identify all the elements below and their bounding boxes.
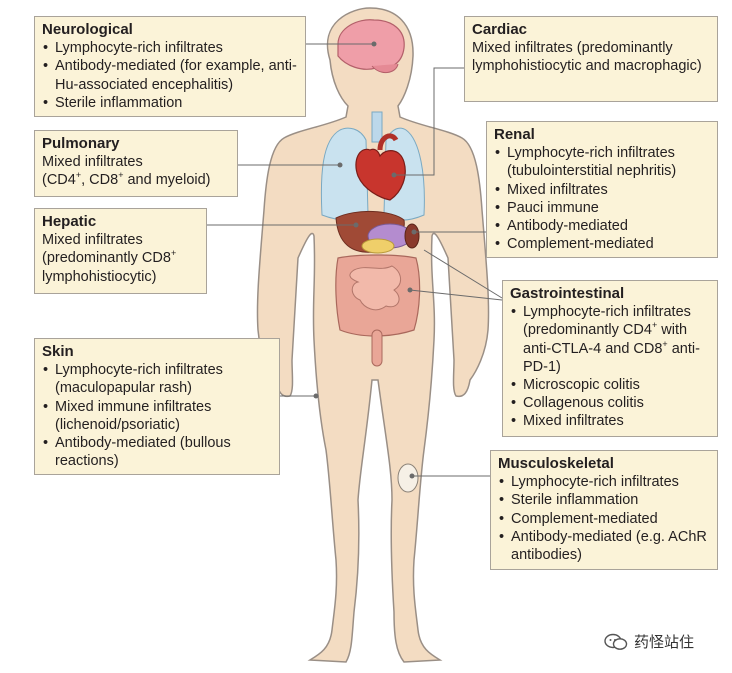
cardiac-text: Mixed infiltrates (predominantly lymphoh… [472,40,702,75]
heart [355,148,406,201]
list-item: Mixed infiltrates [494,181,710,199]
hepatic-line1: Mixed infiltrates [42,232,143,249]
gastrointestinal-title: Gastrointestinal [510,285,625,302]
dot-cardiac [391,172,397,178]
list-item: Antibody-mediated (for example, anti-Hu-… [42,57,298,93]
dot-neurological [371,41,377,47]
renal-title: Renal [494,126,535,143]
dot-gastrointestinal [407,287,413,293]
skin-panel: Skin Lymphocyte-rich infiltrates (maculo… [34,338,280,475]
list-item: Mixed immune infiltrates (lichenoid/psor… [42,398,272,434]
pulmonary-line1: Mixed infiltrates [42,154,143,171]
leader-cardiac [394,67,464,176]
cerebellum [371,63,399,73]
watermark-text: 药怪站住 [634,634,695,651]
neurological-title: Neurological [42,21,133,38]
brain [337,19,405,70]
knee-joint [397,463,419,493]
trachea [371,111,383,143]
renal-panel: Renal Lymphocyte-rich infiltrates (tubul… [486,121,718,258]
pulmonary-line2: (CD4+, CD8+ and myeloid) [42,170,211,189]
musculoskeletal-title: Musculoskeletal [498,455,614,472]
dot-skin [313,393,319,399]
list-item: Lymphocyte-rich infiltrates [42,39,298,57]
hepatic-panel: Hepatic Mixed infiltrates (predominantly… [34,208,207,294]
hepatic-title: Hepatic [42,213,97,230]
gastrointestinal-panel: Gastrointestinal Lymphocyte-rich infiltr… [502,280,718,437]
list-item: Sterile inflammation [42,94,298,112]
musculoskeletal-list: Lymphocyte-rich infiltrates Sterile infl… [498,473,710,564]
wechat-icon [604,633,628,650]
list-item: Collagenous colitis [510,394,710,412]
aorta [377,133,399,151]
skin-title: Skin [42,343,74,360]
dot-hepatic [353,222,359,228]
list-item: Antibody-mediated [494,217,710,235]
hepatic-line2: (predominantly CD8+ [42,248,177,267]
neurological-panel: Neurological Lymphocyte-rich infiltrates… [34,16,306,117]
list-item: Lymphocyte-rich infiltrates (predominant… [510,303,710,376]
pancreas [361,238,395,254]
skin-list: Lymphocyte-rich infiltrates (maculopapul… [42,361,272,470]
rectum [371,329,383,367]
musculoskeletal-panel: Musculoskeletal Lymphocyte-rich infiltra… [490,450,718,570]
kidney [404,223,420,249]
leader-gastrointestinal-2 [409,289,503,301]
list-item: Antibody-mediated (e.g. AChR antibodies) [498,528,710,564]
neurological-list: Lymphocyte-rich infiltrates Antibody-med… [42,39,298,112]
list-item: Microscopic colitis [510,376,710,394]
cardiac-title: Cardiac [472,21,528,38]
gastrointestinal-list: Lymphocyte-rich infiltrates (predominant… [510,303,710,431]
list-item: Pauci immune [494,199,710,217]
list-item: Antibody-mediated (bullous reactions) [42,434,272,470]
leader-gastrointestinal [423,249,503,299]
renal-list: Lymphocyte-rich infiltrates (tubulointer… [494,144,710,253]
dot-pulmonary [337,162,343,168]
list-item: Sterile inflammation [498,491,710,509]
dot-renal [411,229,417,235]
list-item: Mixed infiltrates [510,412,710,430]
watermark: 药怪站住 [604,631,694,652]
pulmonary-panel: Pulmonary Mixed infiltrates (CD4+, CD8+ … [34,130,238,197]
dot-musculoskeletal [409,473,415,479]
list-item: Lymphocyte-rich infiltrates (tubulointer… [494,144,710,180]
list-item: Complement-mediated [498,510,710,528]
list-item: Lymphocyte-rich infiltrates (maculopapul… [42,361,272,397]
cardiac-panel: Cardiac Mixed infiltrates (predominantly… [464,16,718,102]
list-item: Lymphocyte-rich infiltrates [498,473,710,491]
small-intestine [349,265,401,311]
list-item: Complement-mediated [494,235,710,253]
pulmonary-title: Pulmonary [42,135,120,152]
hepatic-line3: lymphohistiocytic) [42,268,157,285]
